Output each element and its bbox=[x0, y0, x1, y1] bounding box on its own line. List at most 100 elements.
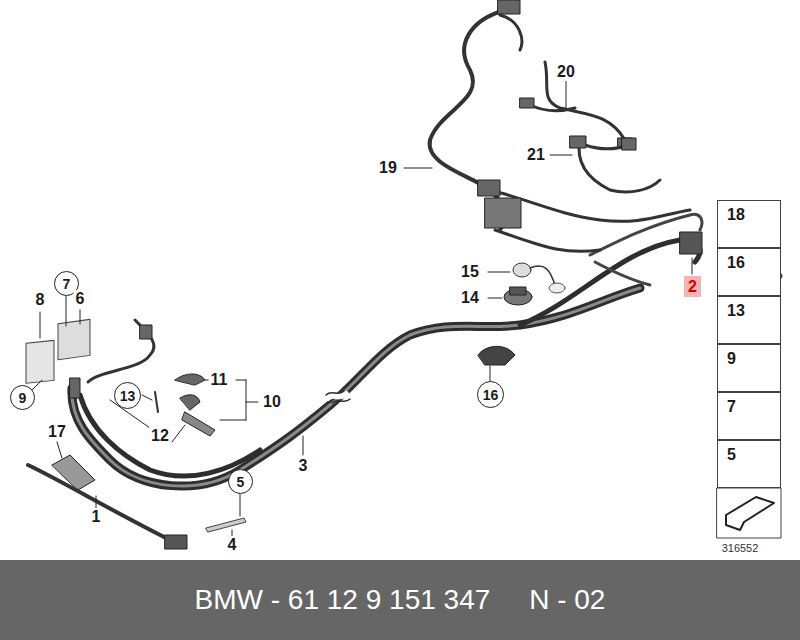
callout-circle: 16 bbox=[477, 381, 504, 408]
part-shape bbox=[485, 198, 521, 228]
part-shape bbox=[500, 15, 522, 50]
part-number: 13 bbox=[727, 303, 745, 319]
part-box: 5 bbox=[717, 440, 781, 488]
callout-number: 20 bbox=[555, 63, 577, 81]
part-shape bbox=[175, 374, 205, 385]
callout-number: 17 bbox=[46, 423, 68, 441]
callout-number: 5 bbox=[237, 475, 245, 489]
part-shape bbox=[510, 287, 526, 295]
part-number: 7 bbox=[727, 399, 736, 415]
part-number-text: BMW - 61 12 9 151 347 N - 02 bbox=[195, 584, 606, 616]
part-number: 18 bbox=[727, 207, 745, 223]
part-shape bbox=[246, 402, 258, 403]
callout-number: 3 bbox=[297, 457, 310, 475]
part-shape bbox=[520, 98, 534, 108]
callout-number: 4 bbox=[226, 536, 239, 554]
part-shape bbox=[495, 230, 600, 251]
part-shape bbox=[142, 395, 152, 400]
part-shape bbox=[498, 0, 520, 14]
callout-number: 15 bbox=[459, 263, 481, 281]
part-shape bbox=[726, 497, 774, 530]
callout-number: 11 bbox=[209, 371, 230, 389]
part-shape bbox=[488, 298, 502, 299]
callout-number: 10 bbox=[261, 393, 283, 411]
part-box: 9 bbox=[717, 344, 781, 392]
part-shape bbox=[566, 80, 567, 108]
part-shape bbox=[326, 391, 350, 403]
part-number-band: BMW - 61 12 9 151 347 N - 02 bbox=[0, 560, 800, 640]
part-shape bbox=[246, 380, 247, 420]
part-box: 16 bbox=[717, 248, 781, 296]
part-shape bbox=[180, 395, 200, 410]
part-shape bbox=[220, 420, 246, 421]
part-box: 13 bbox=[717, 296, 781, 344]
part-shape bbox=[240, 494, 241, 516]
part-shape bbox=[40, 312, 41, 338]
part-shape bbox=[430, 10, 506, 230]
callout-number: 2 bbox=[688, 279, 697, 295]
part-shape bbox=[513, 263, 531, 277]
part-shape bbox=[680, 232, 702, 254]
part-shape bbox=[80, 395, 260, 476]
callout-number: 8 bbox=[34, 291, 47, 309]
part-shape bbox=[570, 136, 586, 148]
part-shape bbox=[52, 455, 95, 490]
part-shape bbox=[549, 283, 565, 293]
callout-number: 13 bbox=[120, 389, 136, 403]
part-shape bbox=[182, 412, 215, 436]
callout-number: 14 bbox=[459, 289, 481, 307]
part-shape bbox=[550, 155, 572, 156]
part-number: 5 bbox=[727, 447, 736, 463]
part-shape bbox=[545, 62, 625, 140]
part-shape bbox=[328, 394, 346, 398]
part-shape bbox=[28, 465, 170, 540]
part-shape bbox=[595, 262, 650, 285]
part-shape bbox=[692, 258, 693, 274]
highlighted-callout: 2 bbox=[684, 276, 701, 297]
part-box: 7 bbox=[717, 392, 781, 440]
part-shape bbox=[72, 288, 640, 486]
part-shape bbox=[520, 240, 700, 325]
part-shape bbox=[32, 380, 42, 390]
callout-number: 16 bbox=[483, 388, 499, 402]
callout-number: 21 bbox=[525, 146, 547, 164]
part-shape bbox=[88, 320, 154, 382]
callout-number: 12 bbox=[149, 427, 171, 445]
part-number: 16 bbox=[727, 255, 745, 271]
callout-number: 1 bbox=[90, 508, 103, 526]
part-shape bbox=[96, 496, 97, 508]
part-shape bbox=[70, 378, 80, 398]
part-number: 9 bbox=[727, 351, 736, 367]
part-shape bbox=[206, 518, 246, 532]
part-shape bbox=[490, 366, 491, 381]
part-shape bbox=[404, 168, 432, 169]
part-shape bbox=[579, 140, 660, 192]
cable-drawing bbox=[26, 0, 782, 549]
part-shape bbox=[155, 392, 158, 412]
callout-circle: 5 bbox=[228, 469, 253, 494]
part-shape bbox=[66, 296, 67, 326]
part-shape bbox=[530, 105, 575, 111]
part-shape bbox=[80, 310, 81, 324]
part-shape bbox=[488, 272, 510, 273]
part-shape bbox=[172, 425, 185, 442]
callout-number: 6 bbox=[74, 290, 87, 308]
part-shape bbox=[478, 180, 500, 196]
part-shape bbox=[622, 138, 636, 150]
callout-number: 9 bbox=[19, 391, 27, 405]
callout-number: 7 bbox=[63, 277, 71, 291]
part-shape bbox=[72, 288, 640, 486]
part-shape bbox=[530, 266, 555, 285]
part-box: 18 bbox=[717, 200, 781, 248]
callout-circle: 13 bbox=[114, 382, 141, 409]
part-shape bbox=[717, 488, 781, 538]
part-shape bbox=[236, 380, 246, 381]
part-shape bbox=[303, 436, 304, 455]
part-shape bbox=[58, 319, 90, 359]
part-shape bbox=[165, 535, 187, 549]
callout-circle: 9 bbox=[10, 385, 35, 410]
part-shape bbox=[140, 325, 152, 339]
callout-number: 19 bbox=[377, 159, 399, 177]
